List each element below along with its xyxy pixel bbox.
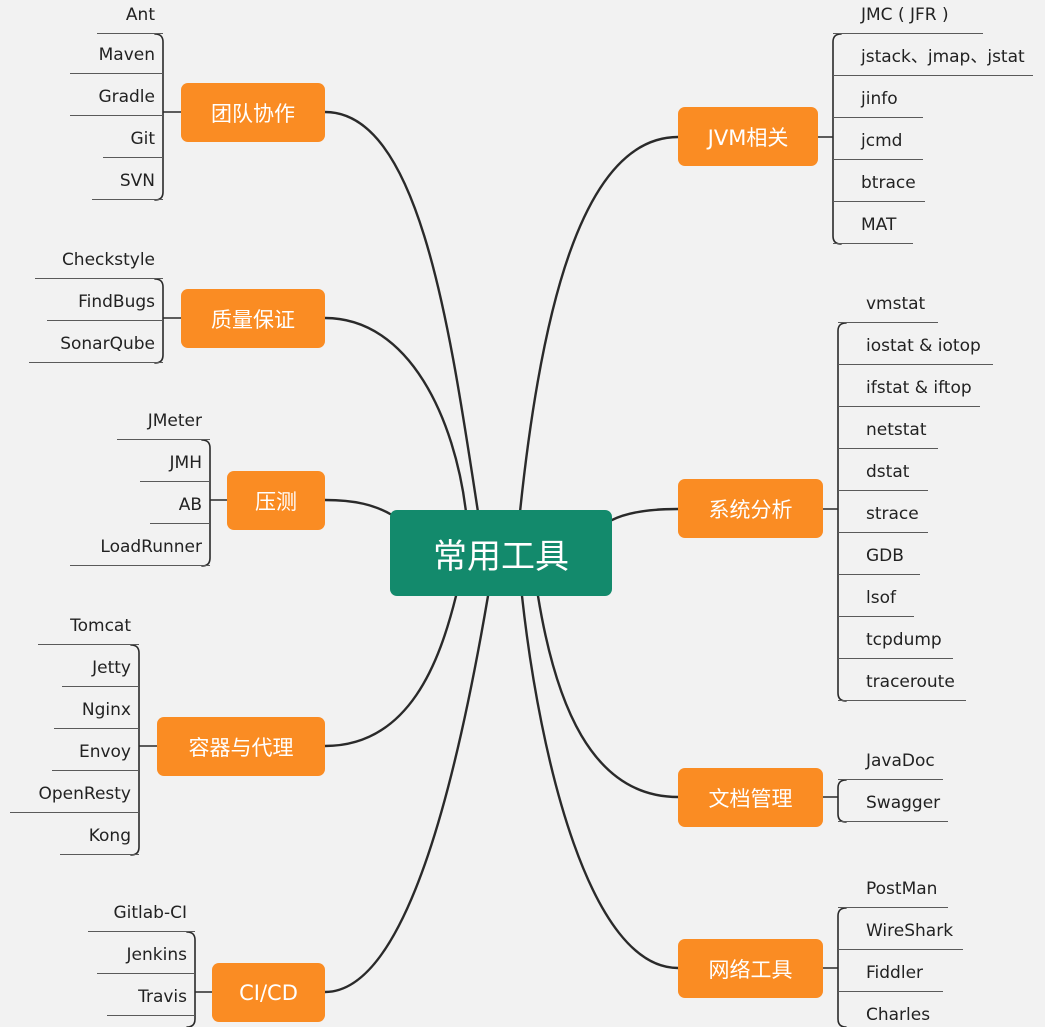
branch-network[interactable]: 网络工具 xyxy=(678,939,823,998)
connector-jvm xyxy=(518,135,680,514)
leaf-travis[interactable]: Travis xyxy=(107,982,195,1016)
leaf-javadoc[interactable]: JavaDoc xyxy=(838,746,943,780)
leaf-jetty[interactable]: Jetty xyxy=(62,653,139,687)
leaf-strace[interactable]: strace xyxy=(838,499,928,533)
connector-container xyxy=(323,594,458,748)
leaf-jinfo[interactable]: jinfo xyxy=(833,84,923,118)
leaf-jstack[interactable]: jstack、jmap、jstat xyxy=(833,42,1033,76)
leaf-jmh[interactable]: JMH xyxy=(140,448,210,482)
branch-team[interactable]: 团队协作 xyxy=(181,83,325,142)
leaf-fiddler[interactable]: Fiddler xyxy=(838,958,943,992)
connector-system xyxy=(610,507,680,522)
leaf-postman[interactable]: PostMan xyxy=(838,874,948,908)
leaf-tcpdump[interactable]: tcpdump xyxy=(838,625,953,659)
branch-jvm[interactable]: JVM相关 xyxy=(678,107,818,166)
leaf-netstat[interactable]: netstat xyxy=(838,415,938,449)
connector-stress xyxy=(323,498,394,517)
bracket-cicd xyxy=(186,931,213,1027)
leaf-ab[interactable]: AB xyxy=(150,490,210,524)
connector-network xyxy=(520,594,680,970)
leaf-maven[interactable]: Maven xyxy=(70,40,163,74)
leaf-svn[interactable]: SVN xyxy=(92,166,163,200)
leaf-ant[interactable]: Ant xyxy=(97,0,163,34)
leaf-jmc[interactable]: JMC ( JFR ) xyxy=(833,0,983,34)
leaf-gitlab-ci[interactable]: Gitlab-CI xyxy=(88,898,195,932)
leaf-btrace[interactable]: btrace xyxy=(833,168,925,202)
leaf-dstat[interactable]: dstat xyxy=(838,457,928,491)
leaf-gdb[interactable]: GDB xyxy=(838,541,920,575)
branch-cicd[interactable]: CI/CD xyxy=(212,963,325,1022)
leaf-git[interactable]: Git xyxy=(103,124,163,158)
branch-docs[interactable]: 文档管理 xyxy=(678,768,823,827)
connector-cicd xyxy=(323,594,490,994)
leaf-traceroute[interactable]: traceroute xyxy=(838,667,966,701)
leaf-kong[interactable]: Kong xyxy=(60,821,139,855)
leaf-loadrunner[interactable]: LoadRunner xyxy=(70,532,210,566)
leaf-ifstat[interactable]: ifstat & iftop xyxy=(838,373,980,407)
leaf-openresty[interactable]: OpenResty xyxy=(10,779,139,813)
branch-quality[interactable]: 质量保证 xyxy=(181,289,325,348)
root-node[interactable]: 常用工具 xyxy=(390,510,612,596)
leaf-jenkins[interactable]: Jenkins xyxy=(97,940,195,974)
leaf-wireshark[interactable]: WireShark xyxy=(838,916,963,950)
leaf-vmstat[interactable]: vmstat xyxy=(838,289,938,323)
leaf-charles[interactable]: Charles xyxy=(838,1000,946,1027)
leaf-swagger[interactable]: Swagger xyxy=(838,788,948,822)
bracket-network xyxy=(822,907,847,1027)
leaf-jmeter[interactable]: JMeter xyxy=(117,406,210,440)
leaf-tomcat[interactable]: Tomcat xyxy=(38,611,139,645)
branch-stress[interactable]: 压测 xyxy=(227,471,325,530)
leaf-envoy[interactable]: Envoy xyxy=(52,737,139,771)
branch-system[interactable]: 系统分析 xyxy=(678,479,823,538)
leaf-lsof[interactable]: lsof xyxy=(838,583,914,617)
leaf-checkstyle[interactable]: Checkstyle xyxy=(35,245,163,279)
leaf-iostat[interactable]: iostat & iotop xyxy=(838,331,993,365)
leaf-nginx[interactable]: Nginx xyxy=(54,695,139,729)
connector-team xyxy=(323,110,480,514)
connector-docs xyxy=(536,594,680,799)
leaf-findbugs[interactable]: FindBugs xyxy=(47,287,163,321)
leaf-gradle[interactable]: Gradle xyxy=(70,82,163,116)
branch-container[interactable]: 容器与代理 xyxy=(157,717,325,776)
leaf-mat[interactable]: MAT xyxy=(833,210,913,244)
leaf-jcmd[interactable]: jcmd xyxy=(833,126,923,160)
leaf-sonarqube[interactable]: SonarQube xyxy=(29,329,163,363)
connector-quality xyxy=(323,316,468,514)
